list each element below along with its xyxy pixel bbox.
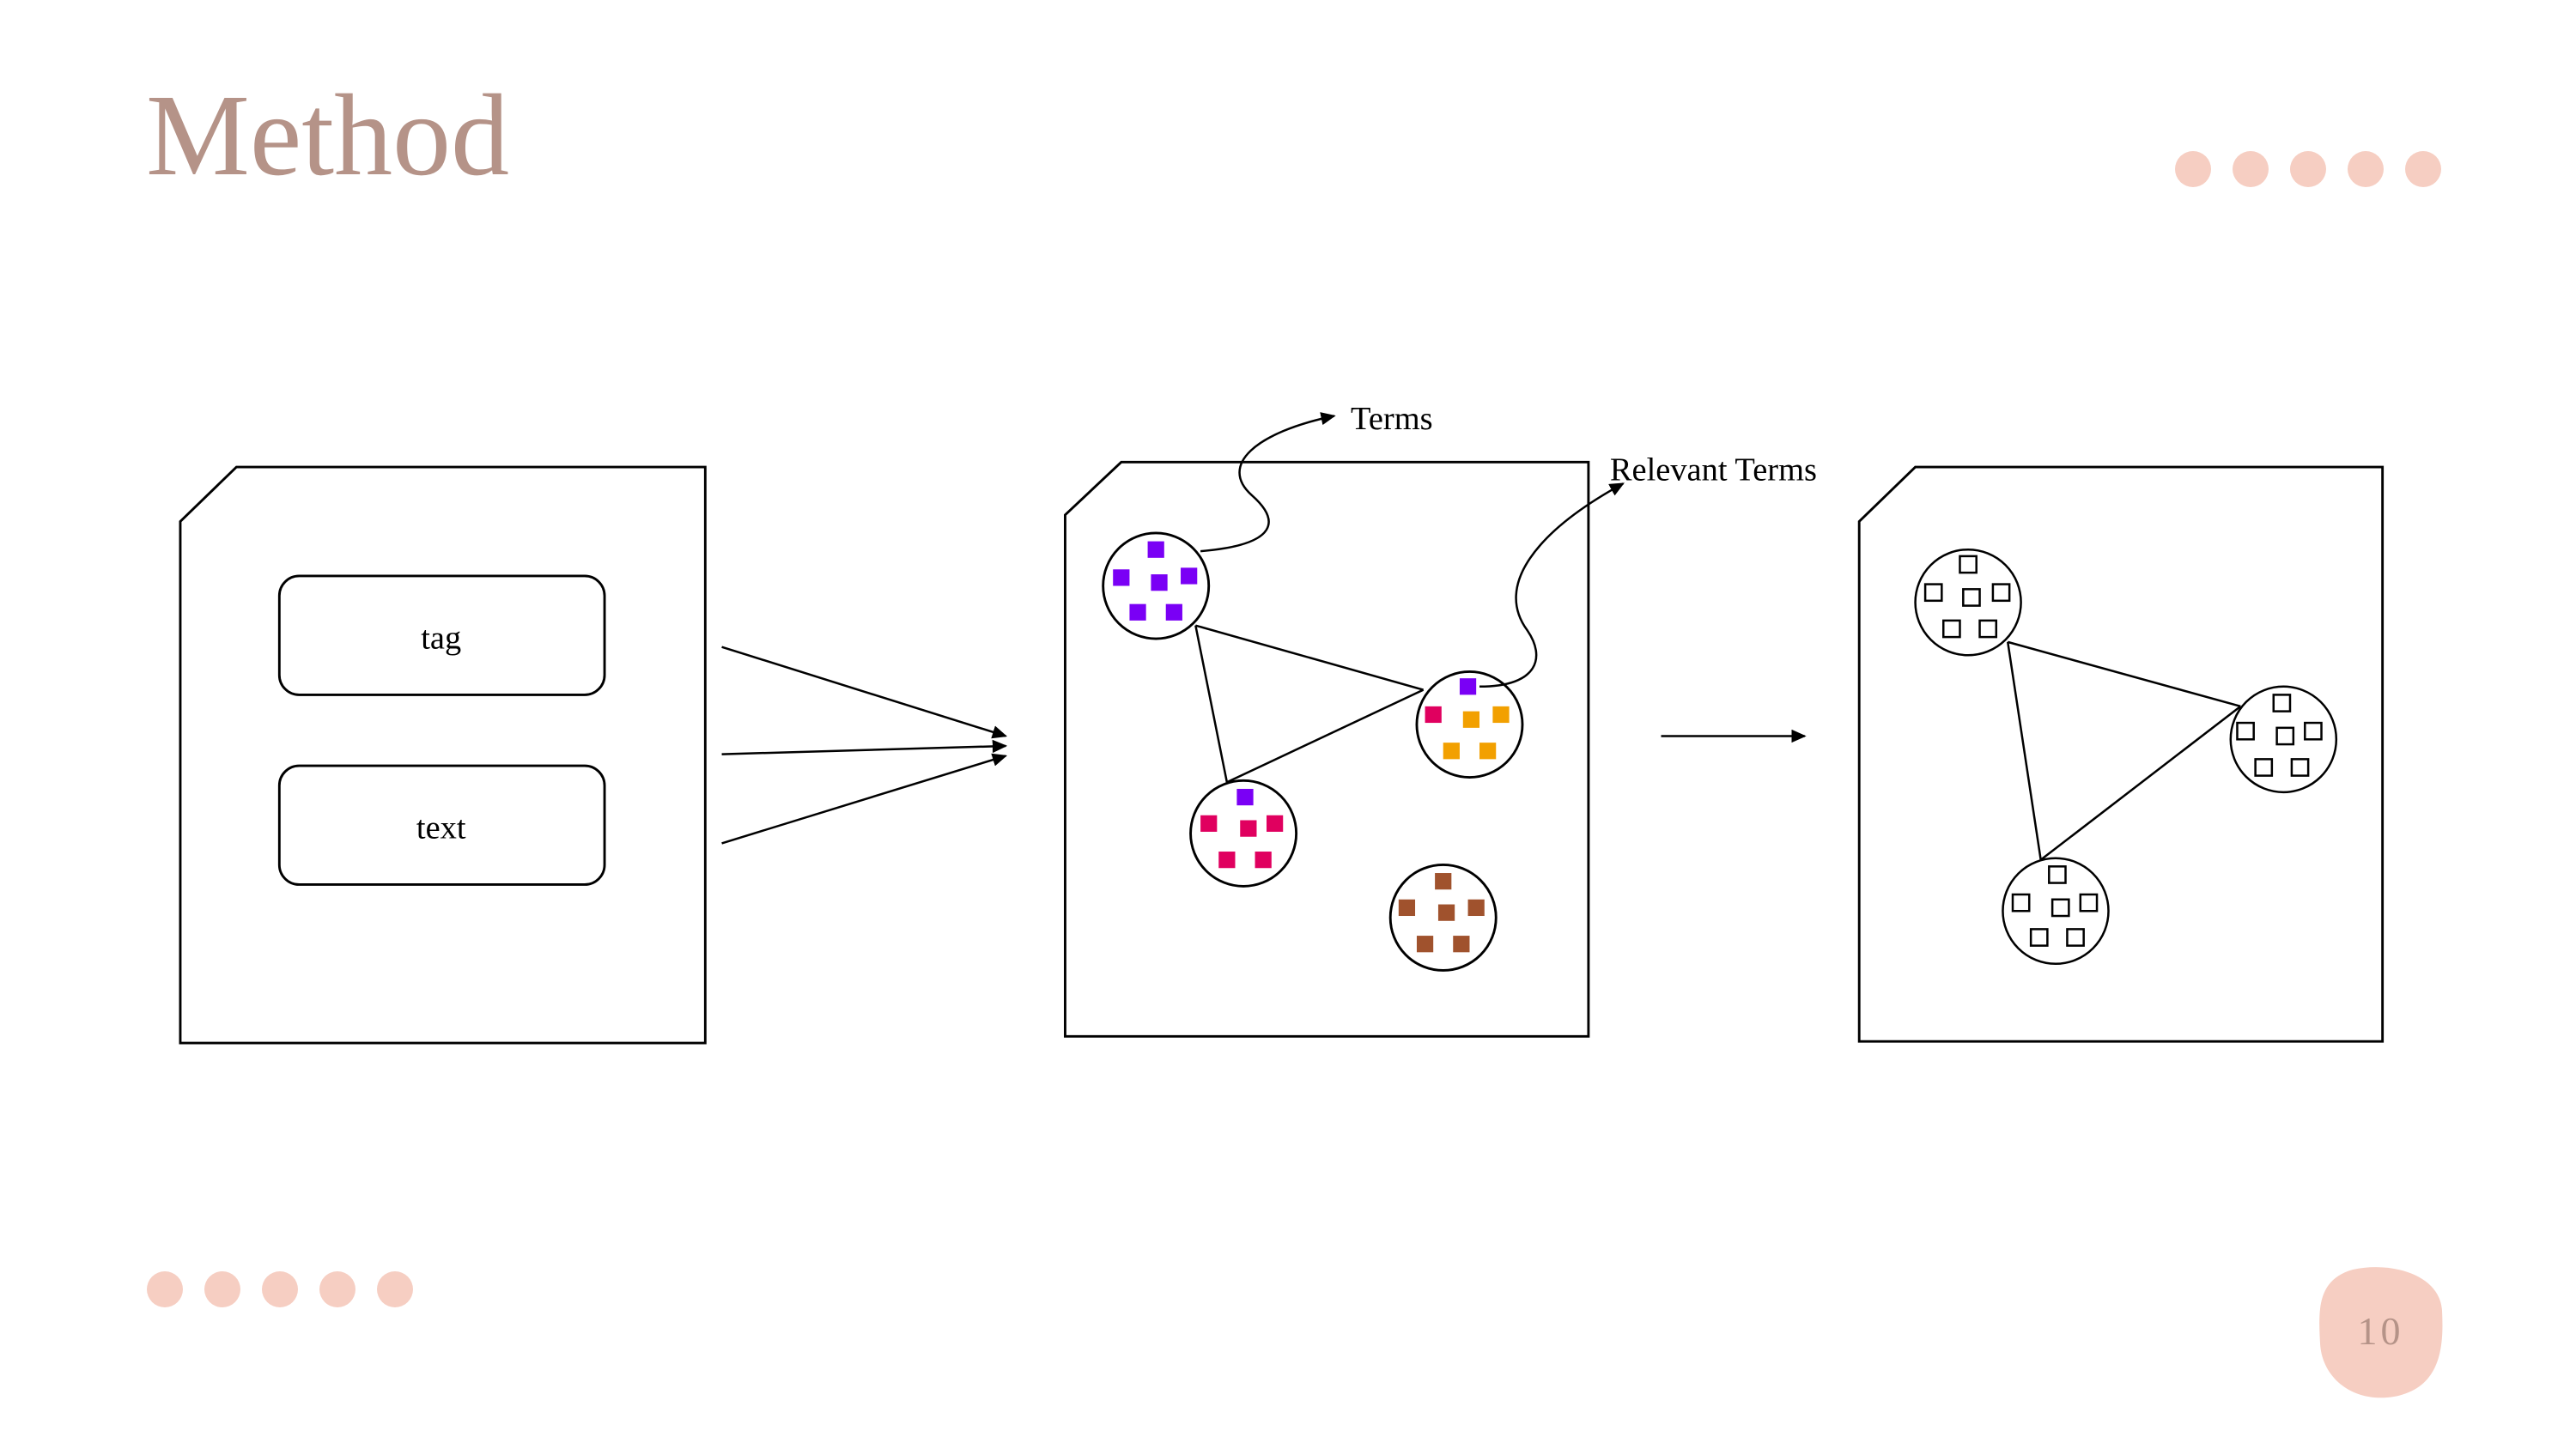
decorative-dot — [2233, 151, 2269, 187]
output-term-square — [2079, 893, 2099, 912]
page-number-badge — [2319, 1267, 2443, 1398]
term-square — [1443, 743, 1460, 760]
graph-edge — [1194, 625, 1229, 783]
slide-title: Method — [146, 71, 510, 200]
output-term-square — [2290, 758, 2310, 777]
term-square — [1129, 603, 1146, 621]
output-term-square — [1942, 619, 1961, 639]
term-square — [1181, 567, 1198, 585]
term-square — [1462, 711, 1480, 728]
output-term-square — [1978, 619, 1998, 639]
converging-arrows — [721, 646, 1008, 845]
graph-edge — [1226, 688, 1425, 784]
tag-field-label: tag — [421, 621, 461, 657]
term-square — [1453, 936, 1470, 953]
relevant-terms-pointer — [1479, 482, 1625, 688]
term-square — [1218, 852, 1236, 869]
output-document — [1857, 465, 2385, 1043]
output-term-square — [2048, 865, 2067, 884]
graph-edge — [1194, 624, 1424, 691]
term-square — [1267, 815, 1284, 832]
output-term-square — [2066, 928, 2085, 947]
arrow-line — [721, 739, 1008, 755]
term-square — [1200, 815, 1218, 832]
arrow-line — [721, 646, 1008, 739]
output-term-square — [2050, 898, 2070, 918]
term-square — [1236, 788, 1254, 806]
decorative-dot — [204, 1271, 240, 1307]
page-number: 10 — [2357, 1309, 2404, 1353]
graph-edge — [2039, 705, 2242, 861]
term-square — [1437, 904, 1455, 921]
decorative-dots-top-right — [2175, 151, 2441, 187]
term-square — [1416, 936, 1434, 953]
term-square — [1459, 678, 1477, 695]
decorative-dots-bottom-left — [147, 1271, 413, 1307]
decorative-dot — [2290, 151, 2326, 187]
term-square — [1147, 541, 1164, 558]
term-square — [1165, 603, 1182, 621]
output-term-square — [2029, 928, 2049, 947]
terms-pointer — [1200, 412, 1336, 553]
output-term-square — [1962, 588, 1981, 607]
decorative-dot — [2175, 151, 2211, 187]
decorative-dot — [2348, 151, 2384, 187]
decorative-dot — [2405, 151, 2441, 187]
term-square — [1425, 706, 1442, 724]
output-term-square — [2272, 694, 2292, 712]
input-document: tag text — [179, 465, 707, 1045]
text-field-label: text — [416, 810, 466, 846]
output-term-square — [2304, 721, 2323, 741]
term-square — [1467, 899, 1485, 917]
decorative-dot — [147, 1271, 183, 1307]
decorative-dot — [377, 1271, 413, 1307]
term-graph-outline — [1064, 460, 1590, 1038]
terms-label: Terms — [1351, 401, 1433, 437]
decorative-dot — [319, 1271, 355, 1307]
output-term-square — [2275, 726, 2295, 746]
term-square — [1398, 899, 1416, 917]
output-term-square — [2254, 758, 2274, 777]
decorative-dot — [262, 1271, 298, 1307]
input-document-outline — [179, 465, 707, 1045]
graph-edge — [2007, 640, 2241, 708]
term-square — [1240, 820, 1257, 837]
arrow-line — [721, 753, 1008, 845]
graph-edge — [2006, 641, 2042, 860]
relevant-terms-label: Relevant Terms — [1610, 452, 1817, 488]
term-graph-document: Terms Relevant Terms — [1064, 401, 1817, 1038]
output-term-square — [1923, 583, 1943, 603]
output-document-outline — [1857, 465, 2385, 1043]
output-term-square — [2011, 893, 2031, 912]
term-square — [1435, 873, 1452, 890]
tag-field-box — [277, 574, 606, 696]
term-square — [1113, 569, 1130, 586]
text-field-box — [277, 764, 606, 886]
output-term-square — [1959, 555, 1978, 574]
output-term-square — [1991, 583, 2011, 603]
term-square — [1255, 852, 1272, 869]
term-square — [1492, 706, 1510, 724]
term-square — [1479, 743, 1497, 760]
term-square — [1151, 574, 1168, 591]
output-term-square — [2236, 721, 2255, 741]
